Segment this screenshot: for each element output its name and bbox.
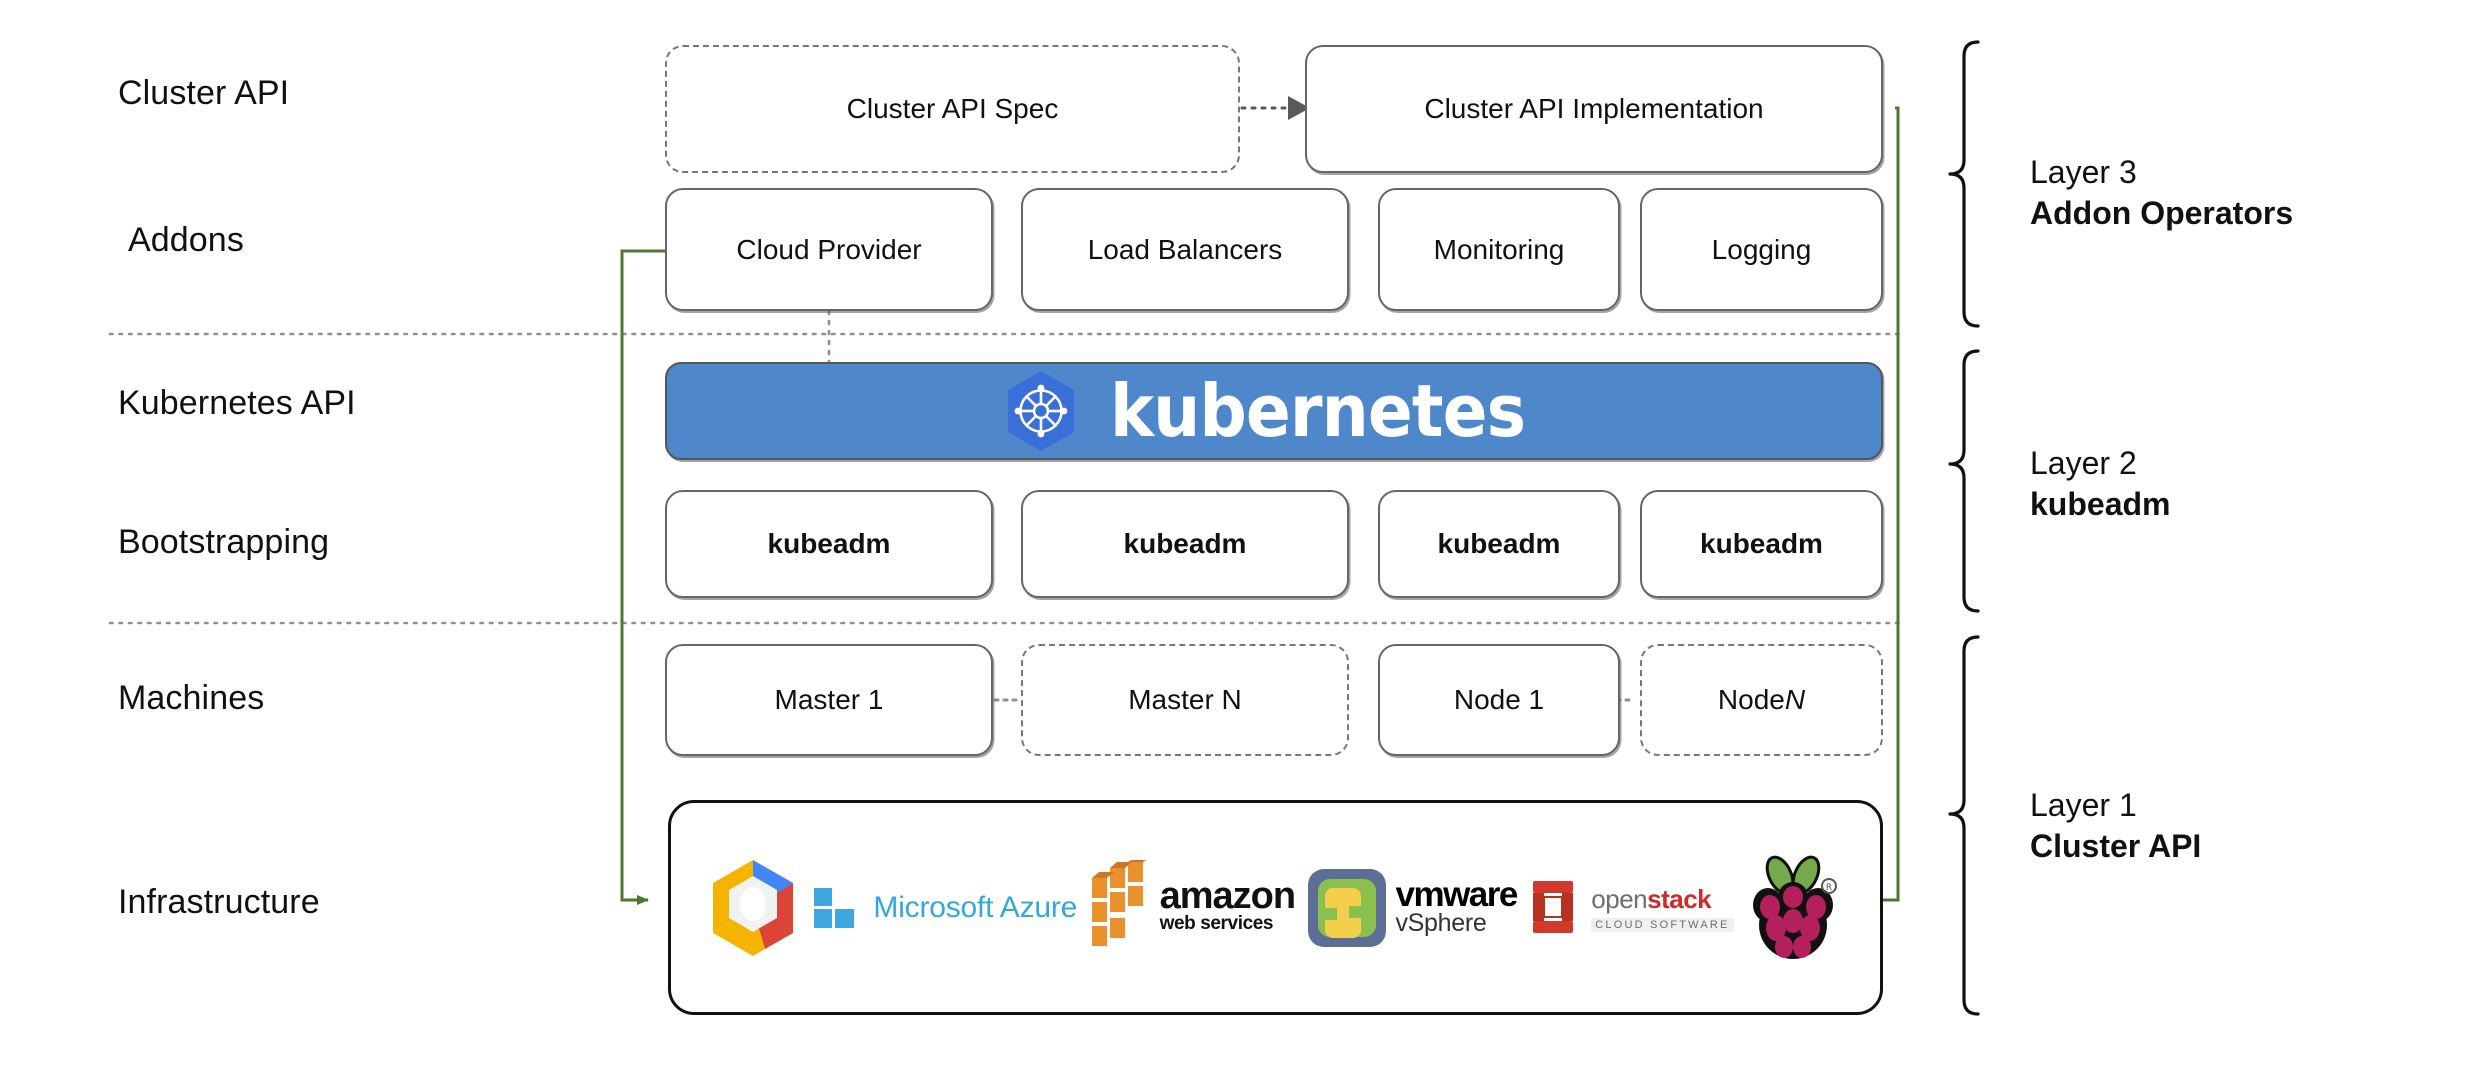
row-label-addons: Addons [128,221,244,259]
row-label-cluster-api: Cluster API [118,74,290,112]
addon-box-load-balancers[interactable]: Load Balancers [1021,188,1349,311]
openstack-wordmark-accent: stack [1647,883,1712,914]
vmware-wordmark: vmware [1395,875,1518,915]
vsphere-subtext: vSphere [1395,908,1487,937]
addon-label-monitoring: Monitoring [1433,233,1565,265]
logo-google-cloud-platform [705,853,801,963]
addon-box-monitoring[interactable]: Monitoring [1378,188,1620,311]
bootstrap-box-4[interactable]: kubeadm [1640,490,1883,598]
google-cloud-platform-logo [713,859,793,956]
layer-label-3: Layer 3 Addon Operators [2030,152,2293,234]
microsoft-azure-logo [814,887,855,928]
layer-1-line1: Layer 1 [2030,787,2137,823]
machine-label-node-1: Node 1 [1453,684,1545,715]
machine-box-master-1[interactable]: Master 1 [665,644,993,756]
svg-text:R: R [1826,883,1832,893]
layer-2-line2: kubeadm [2030,485,2171,522]
vmware-tile-icon [1308,868,1387,947]
layer-label-2: Layer 2 kubeadm [2030,443,2170,525]
openstack-mark-icon [1533,880,1574,933]
logo-microsoft-azure: Microsoft Azure [813,853,1077,963]
microsoft-azure-wordmark: Microsoft Azure [873,890,1078,924]
bootstrap-label-2: kubeadm [1123,528,1247,559]
addon-box-cloud-provider[interactable]: Cloud Provider [665,188,993,311]
row-label-machines: Machines [118,679,265,717]
aws-subtext: web services [1159,912,1274,934]
logo-amazon-web-services: amazon web services [1090,853,1296,963]
row-label-bootstrapping: Bootstrapping [118,523,330,561]
addon-label-cloud-provider: Cloud Provider [736,233,922,265]
machine-box-master-n[interactable]: Master N [1021,644,1349,756]
kubernetes-wordmark: kubernetes [1110,369,1526,453]
layer-label-1: Layer 1 Cluster API [2030,785,2201,867]
layer-3-line1: Layer 3 [2030,154,2137,190]
layer-1-line2: Cluster API [2030,827,2202,864]
cloud-provider-to-infrastructure-path [620,249,665,905]
openstack-subtext: CLOUD SOFTWARE [1591,917,1734,932]
logo-vmware-vsphere: vmware vSphere [1307,853,1518,963]
layer-3-line2: Addon Operators [2030,194,2294,231]
machine-label-master-1: Master 1 [774,684,884,715]
addon-box-logging[interactable]: Logging [1640,188,1883,311]
bootstrap-label-1: kubeadm [767,528,891,559]
machine-label-node-n: Node [1717,684,1785,715]
addon-label-load-balancers: Load Balancers [1087,233,1283,265]
row-label-infrastructure: Infrastructure [118,883,320,921]
machine-label-node-n-suffix: N [1784,684,1806,715]
bootstrap-box-2[interactable]: kubeadm [1021,490,1349,598]
cluster-api-implementation-box[interactable]: Cluster API Implementation [1305,45,1883,173]
machine-box-node-1[interactable]: Node 1 [1378,644,1620,756]
kubernetes-api-banner[interactable]: kubernetes [665,362,1883,460]
row-label-kubernetes-api: Kubernetes API [118,384,356,422]
aws-boxes-icon [1091,859,1147,946]
layer-2-line1: Layer 2 [2030,445,2137,481]
amazon-wordmark: amazon [1159,875,1296,918]
raspberry-pi-logo: R [1753,855,1837,959]
logo-openstack: openstack CLOUD SOFTWARE [1529,853,1734,963]
brace-layer-3 [1948,40,1980,328]
infrastructure-box[interactable]: Microsoft Azure amazon web service [668,800,1883,1015]
bootstrap-box-1[interactable]: kubeadm [665,490,993,598]
bootstrap-label-4: kubeadm [1700,528,1823,559]
machine-label-master-n: Master N [1128,684,1242,715]
machine-box-node-n[interactable]: Node N [1640,644,1883,756]
openstack-wordmark: openstack [1591,883,1712,914]
cluster-api-spec-box[interactable]: Cluster API Spec [665,45,1240,173]
cluster-api-spec-label: Cluster API Spec [846,93,1059,124]
cluster-api-implementation-label: Cluster API Implementation [1424,93,1764,124]
bootstrap-label-3: kubeadm [1437,528,1561,559]
brace-layer-1 [1948,635,1980,1016]
addon-label-logging: Logging [1711,233,1812,265]
kubernetes-helm-wheel-icon [1008,371,1075,451]
bootstrap-box-3[interactable]: kubeadm [1378,490,1620,598]
logo-raspberry-pi: R [1746,853,1840,963]
brace-layer-2 [1948,349,1980,613]
